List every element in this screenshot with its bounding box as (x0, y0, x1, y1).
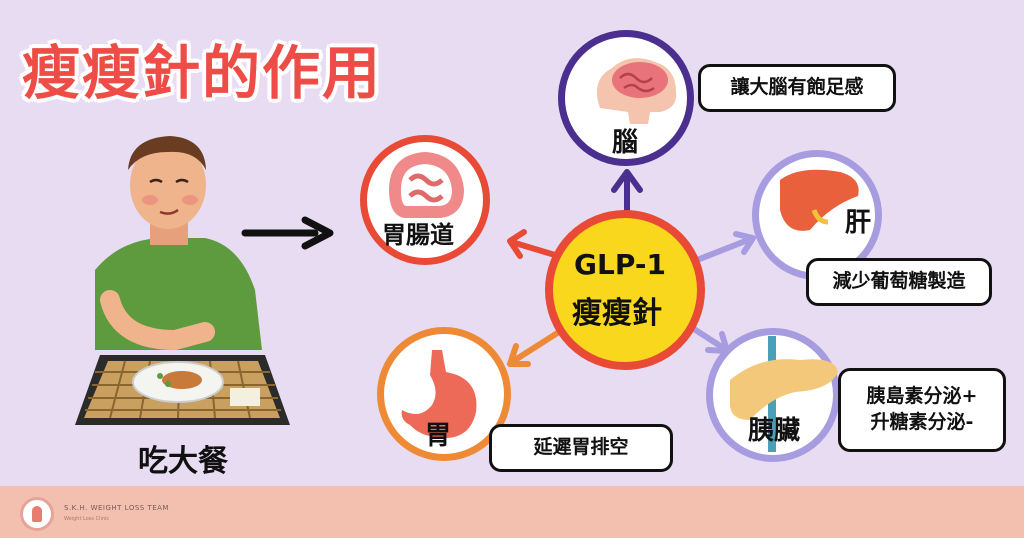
brain-label: 腦 (612, 128, 639, 158)
glp1-center-circle (545, 210, 705, 370)
stomach-label: 胃 (425, 421, 452, 451)
liver-effect-bubble: 減少葡萄糖製造 (806, 258, 992, 306)
footer-team-name: S.K.H. WEIGHT LOSS TEAM (64, 504, 169, 512)
gut-label: 胃腸道 (382, 221, 454, 249)
brain-effect-text: 讓大腦有飽足感 (730, 76, 864, 99)
person-caption: 吃大餐 (138, 444, 228, 479)
stomach-effect-text: 延遲胃排空 (533, 436, 629, 459)
liver-label: 肝 (845, 208, 872, 238)
page-title: 瘦瘦針的作用 (22, 39, 383, 107)
pancreas-effect-line2: 升糖素分泌- (870, 411, 974, 433)
footer-subtitle: Weight Loss Clinic (64, 516, 110, 522)
team-logo (20, 497, 54, 531)
center-line2: 瘦瘦針 (572, 296, 662, 331)
liver-effect-text: 減少葡萄糖製造 (832, 270, 966, 293)
gut-circle (360, 135, 490, 265)
stomach-effect-bubble: 延遲胃排空 (489, 424, 673, 472)
footer-bar (0, 486, 1024, 538)
pancreas-effect-bubble: 胰島素分泌+ 升糖素分泌- (838, 368, 1006, 452)
pancreas-effect-line1: 胰島素分泌+ (866, 385, 978, 408)
brain-effect-bubble: 讓大腦有飽足感 (698, 64, 896, 112)
center-line1: GLP-1 (574, 248, 666, 281)
pancreas-label: 胰臟 (748, 416, 801, 446)
